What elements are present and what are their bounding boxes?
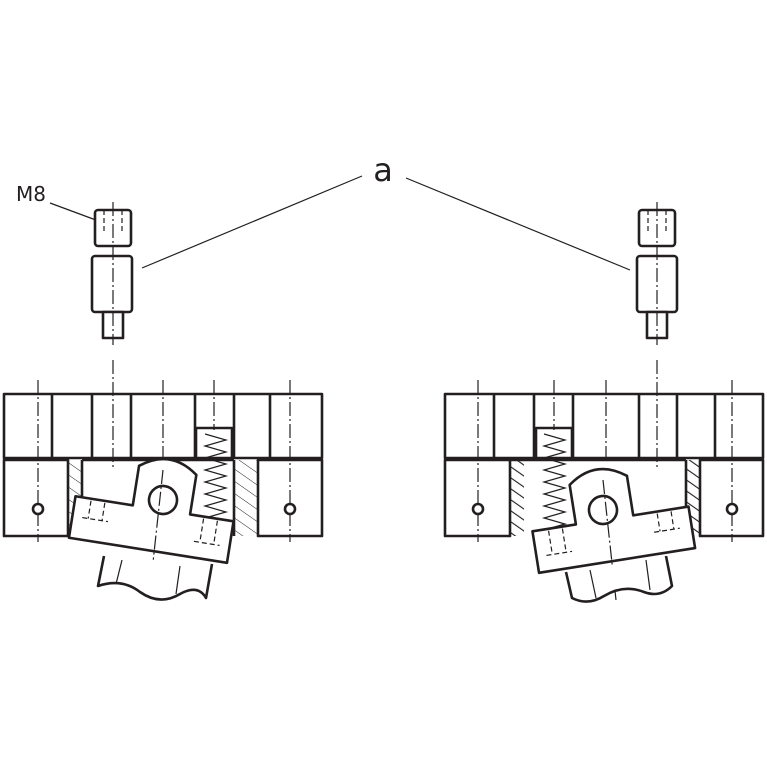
left-hatch-5 <box>234 460 258 536</box>
left-assembly <box>2 202 324 601</box>
right-spring <box>541 433 568 531</box>
right-rocker <box>531 467 697 575</box>
left-broken-stem <box>96 555 214 601</box>
leader-line-left <box>141 175 363 269</box>
left-rocker <box>67 457 235 565</box>
right-broken-stem <box>564 555 674 603</box>
right-assembly <box>443 202 765 603</box>
right-body <box>443 360 765 542</box>
left-body <box>2 360 324 542</box>
leader-line-right <box>405 177 631 271</box>
thread-size-label: M8 <box>16 182 46 206</box>
callout-label-a: a <box>373 151 393 189</box>
left-adjusting-screw <box>90 202 134 345</box>
left-spring <box>202 433 229 531</box>
right-hatch-4 <box>510 460 524 536</box>
right-adjusting-screw <box>635 202 679 345</box>
